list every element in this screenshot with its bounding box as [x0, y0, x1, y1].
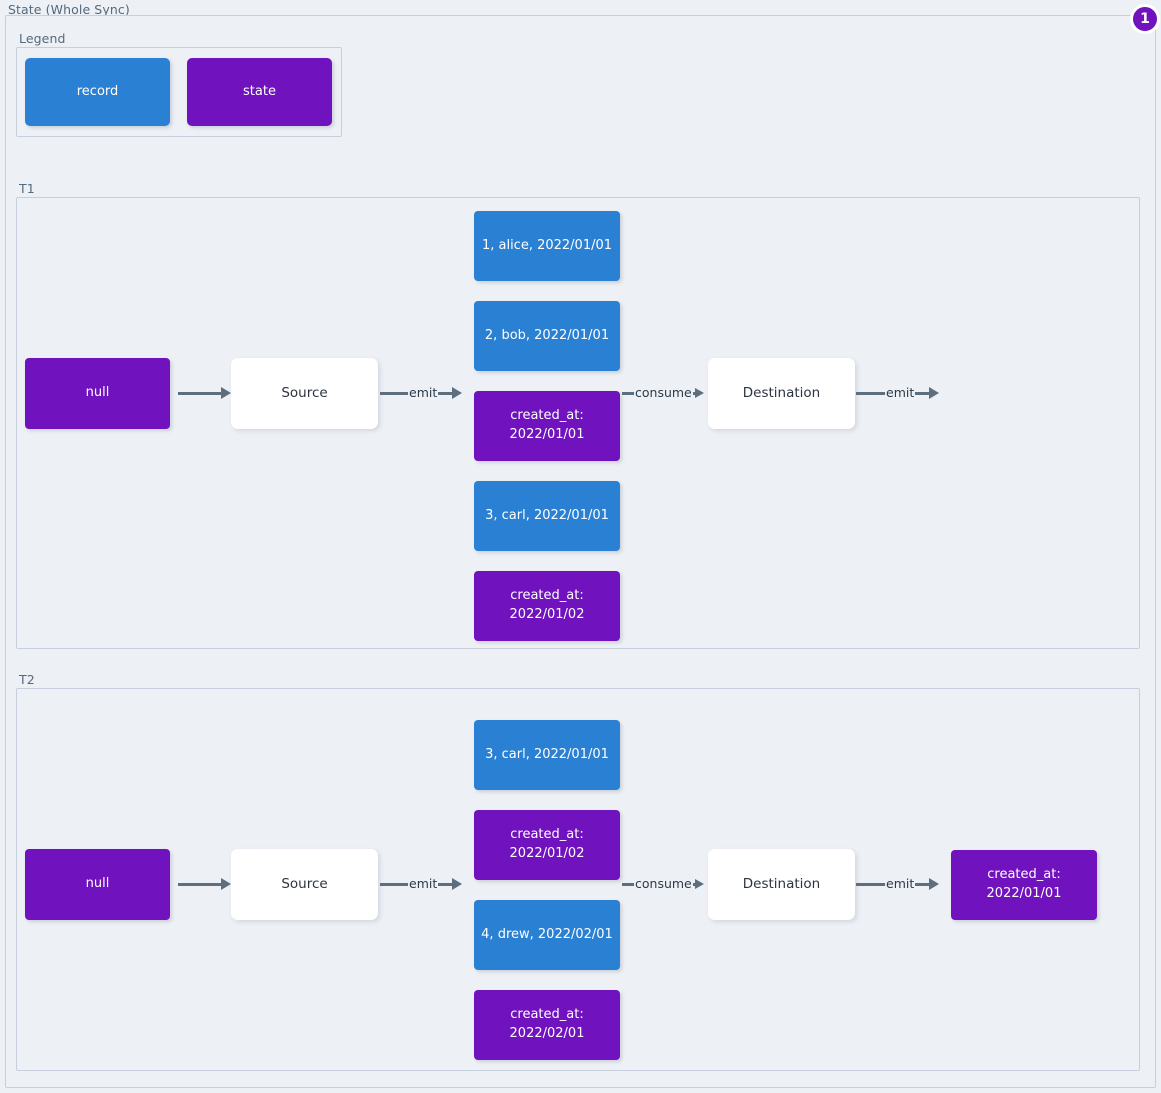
t2-stream-item-2: 4, drew, 2022/02/01: [474, 900, 620, 970]
cluster-label-t2: T2: [19, 672, 35, 687]
t1-stream-item-1: 2, bob, 2022/01/01: [474, 301, 620, 371]
t1-stream-item-3: 3, carl, 2022/01/01: [474, 481, 620, 551]
t2-destination-node: Destination: [708, 849, 855, 920]
t2-stream-item-0: 3, carl, 2022/01/01: [474, 720, 620, 790]
legend-swatch-state: state: [187, 58, 332, 126]
cluster-label-t1: T1: [19, 181, 35, 196]
t1-stream-item-4: created_at: 2022/01/02: [474, 571, 620, 641]
legend-title: Legend: [19, 31, 66, 46]
t1-state-in: null: [25, 358, 170, 429]
t1-stream-item-2: created_at: 2022/01/01: [474, 391, 620, 461]
t2-stream-item-1: created_at: 2022/01/02: [474, 810, 620, 880]
t2-source-node: Source: [231, 849, 378, 920]
step-badge[interactable]: 1: [1130, 4, 1160, 34]
t1-source-node: Source: [231, 358, 378, 429]
t2-stream-item-3: created_at: 2022/02/01: [474, 990, 620, 1060]
legend-swatch-record: record: [25, 58, 170, 126]
diagram-title: State (Whole Sync): [8, 2, 130, 17]
t2-state-out: created_at: 2022/01/01: [951, 850, 1097, 920]
t1-destination-node: Destination: [708, 358, 855, 429]
t1-stream-item-0: 1, alice, 2022/01/01: [474, 211, 620, 281]
t2-state-in: null: [25, 849, 170, 920]
